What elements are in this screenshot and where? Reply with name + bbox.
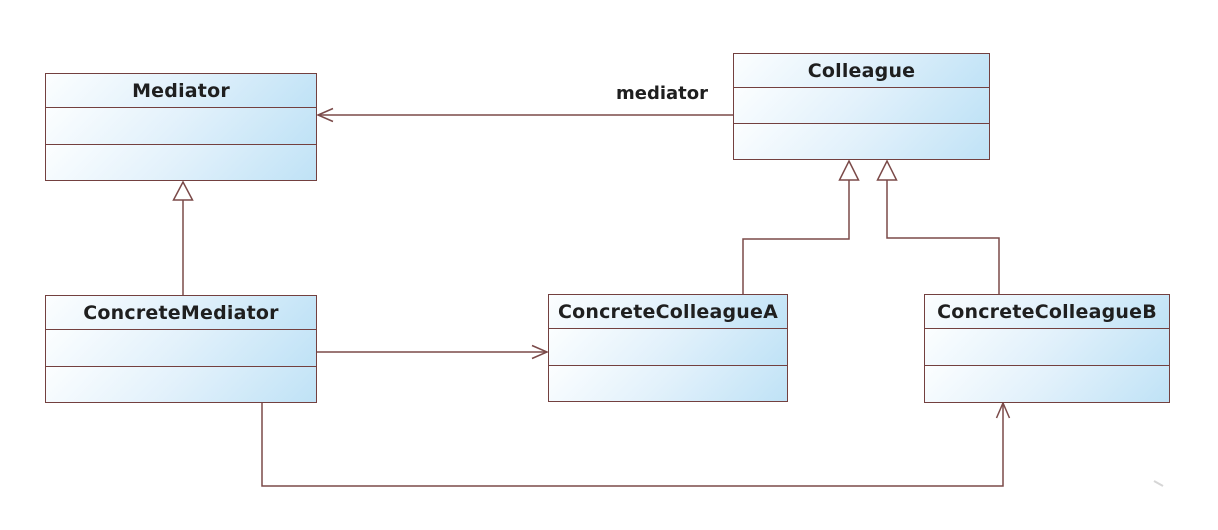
attributes-compartment — [46, 107, 316, 144]
generalization-concretecolleagueb-to-colleague — [876, 159, 1000, 294]
attributes-compartment — [925, 328, 1169, 365]
operations-compartment — [46, 143, 316, 180]
class-name-label: ConcreteMediator — [46, 296, 316, 329]
association-concretemediator-to-concretecolleagueb — [261, 401, 1011, 487]
class-name-label: ConcreteColleagueA — [549, 295, 787, 328]
class-name-label: Mediator — [46, 74, 316, 107]
attributes-compartment — [549, 328, 787, 365]
operations-compartment — [46, 365, 316, 402]
generalization-concretemediator-to-mediator — [172, 180, 194, 295]
attributes-compartment — [46, 329, 316, 366]
operations-compartment — [549, 364, 787, 401]
association-concretemediator-to-concretecolleaguea — [317, 344, 549, 360]
hollow-triangle-icon — [876, 159, 898, 181]
generalization-concretecolleaguea-to-colleague — [742, 159, 860, 294]
class-name-label: Colleague — [734, 54, 989, 87]
hollow-triangle-icon — [838, 159, 860, 181]
open-arrowhead-icon — [531, 344, 549, 360]
open-arrowhead-icon — [316, 107, 334, 123]
class-box-concretemediator: ConcreteMediator — [45, 295, 317, 403]
class-box-concretecolleaguea: ConcreteColleagueA — [548, 294, 788, 402]
association-role-label: mediator — [615, 83, 708, 104]
operations-compartment — [734, 123, 989, 159]
attributes-compartment — [734, 87, 989, 123]
hollow-triangle-icon — [172, 180, 194, 201]
class-box-concretecolleagueb: ConcreteColleagueB — [924, 294, 1170, 403]
class-box-mediator: Mediator — [45, 73, 317, 181]
artifact-mark — [1153, 480, 1164, 487]
operations-compartment — [925, 365, 1169, 402]
class-name-label: ConcreteColleagueB — [925, 295, 1169, 328]
association-colleague-to-mediator — [316, 107, 733, 123]
class-box-colleague: Colleague — [733, 53, 990, 160]
open-arrowhead-icon — [995, 401, 1011, 419]
